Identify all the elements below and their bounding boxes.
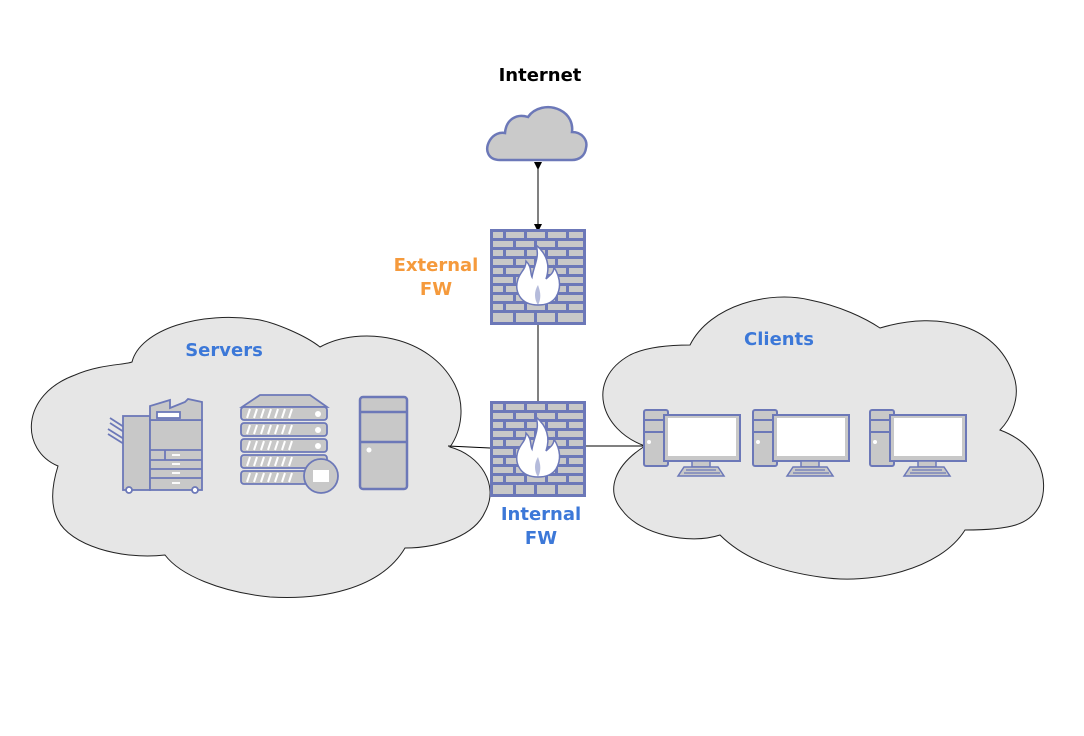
servers-zone-label: Servers — [185, 340, 263, 361]
external-fw-label-line2: FW — [419, 279, 453, 300]
clients-zone-label: Clients — [744, 329, 814, 350]
internet-cloud-icon — [486, 105, 588, 162]
tower-server-icon — [358, 395, 409, 491]
edge-internal-fw-servers — [447, 445, 491, 449]
external-fw-label: External FW — [386, 254, 486, 302]
server-rack-icon — [239, 394, 339, 494]
internet-label: Internet — [498, 65, 582, 86]
internal-firewall-icon — [489, 400, 587, 498]
internal-fw-label-line2: FW — [524, 528, 558, 549]
multifunction-printer-icon — [107, 398, 203, 494]
external-firewall-icon — [489, 228, 587, 326]
external-fw-label-line1: External — [393, 255, 479, 276]
internal-fw-label: Internal FW — [491, 503, 591, 551]
internal-fw-label-line1: Internal — [500, 504, 582, 525]
